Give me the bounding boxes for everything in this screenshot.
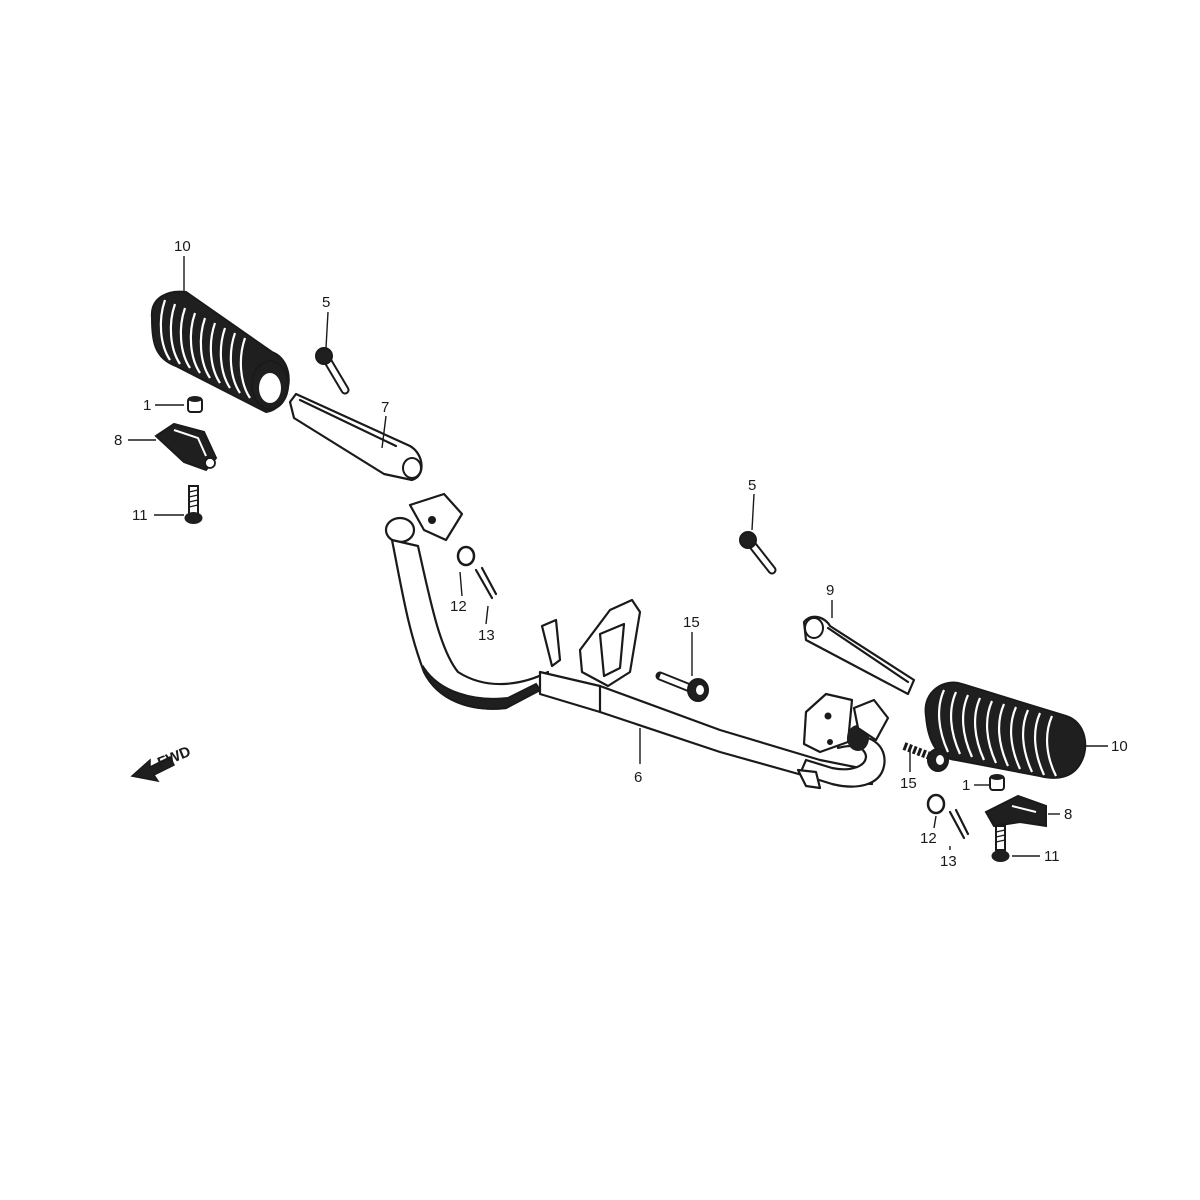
left-footpeg-rubber <box>150 290 290 414</box>
callout-13-left: 13 <box>478 627 495 644</box>
left-collar <box>187 396 203 413</box>
callout-9: 9 <box>826 582 834 599</box>
fwd-label: FWD <box>155 743 193 772</box>
callout-6: 6 <box>634 769 642 786</box>
callout-5-left: 5 <box>322 294 330 311</box>
left-bolt <box>184 485 203 524</box>
callout-8-left: 8 <box>114 432 122 449</box>
callout-1-right: 1 <box>962 777 970 794</box>
center-bolt <box>655 671 709 702</box>
callout-11-right: 11 <box>1044 848 1060 865</box>
callout-12-right: 12 <box>920 830 937 847</box>
callout-8-right: 8 <box>1064 806 1072 823</box>
right-bolt <box>902 742 949 772</box>
left-cotter-pin <box>474 566 498 600</box>
left-footpeg-bar <box>288 392 423 482</box>
callout-10-left: 10 <box>174 238 191 255</box>
right-footpeg-bar <box>802 615 916 696</box>
callout-1-left: 1 <box>143 397 151 414</box>
callout-7: 7 <box>381 399 389 416</box>
right-bracket <box>984 794 1047 828</box>
right-cotter-pin <box>948 808 970 840</box>
main-stand <box>384 492 890 790</box>
callout-12-left: 12 <box>450 598 467 615</box>
callout-5-right: 5 <box>748 477 756 494</box>
left-pin <box>315 347 350 395</box>
callout-15-right: 15 <box>900 775 917 792</box>
callout-10-right: 10 <box>1111 738 1128 755</box>
left-bracket <box>154 422 218 472</box>
callout-13-right: 13 <box>940 853 957 870</box>
callout-15-center: 15 <box>683 614 700 631</box>
callout-11-left: 11 <box>132 507 148 524</box>
right-washer <box>926 793 946 815</box>
forward-arrow-icon <box>130 755 176 783</box>
left-washer <box>456 545 476 567</box>
leader-lines <box>128 256 1108 857</box>
right-pin <box>739 531 777 575</box>
right-bolt-11 <box>991 825 1010 862</box>
right-collar <box>989 774 1005 791</box>
right-footpeg-rubber <box>924 681 1087 779</box>
